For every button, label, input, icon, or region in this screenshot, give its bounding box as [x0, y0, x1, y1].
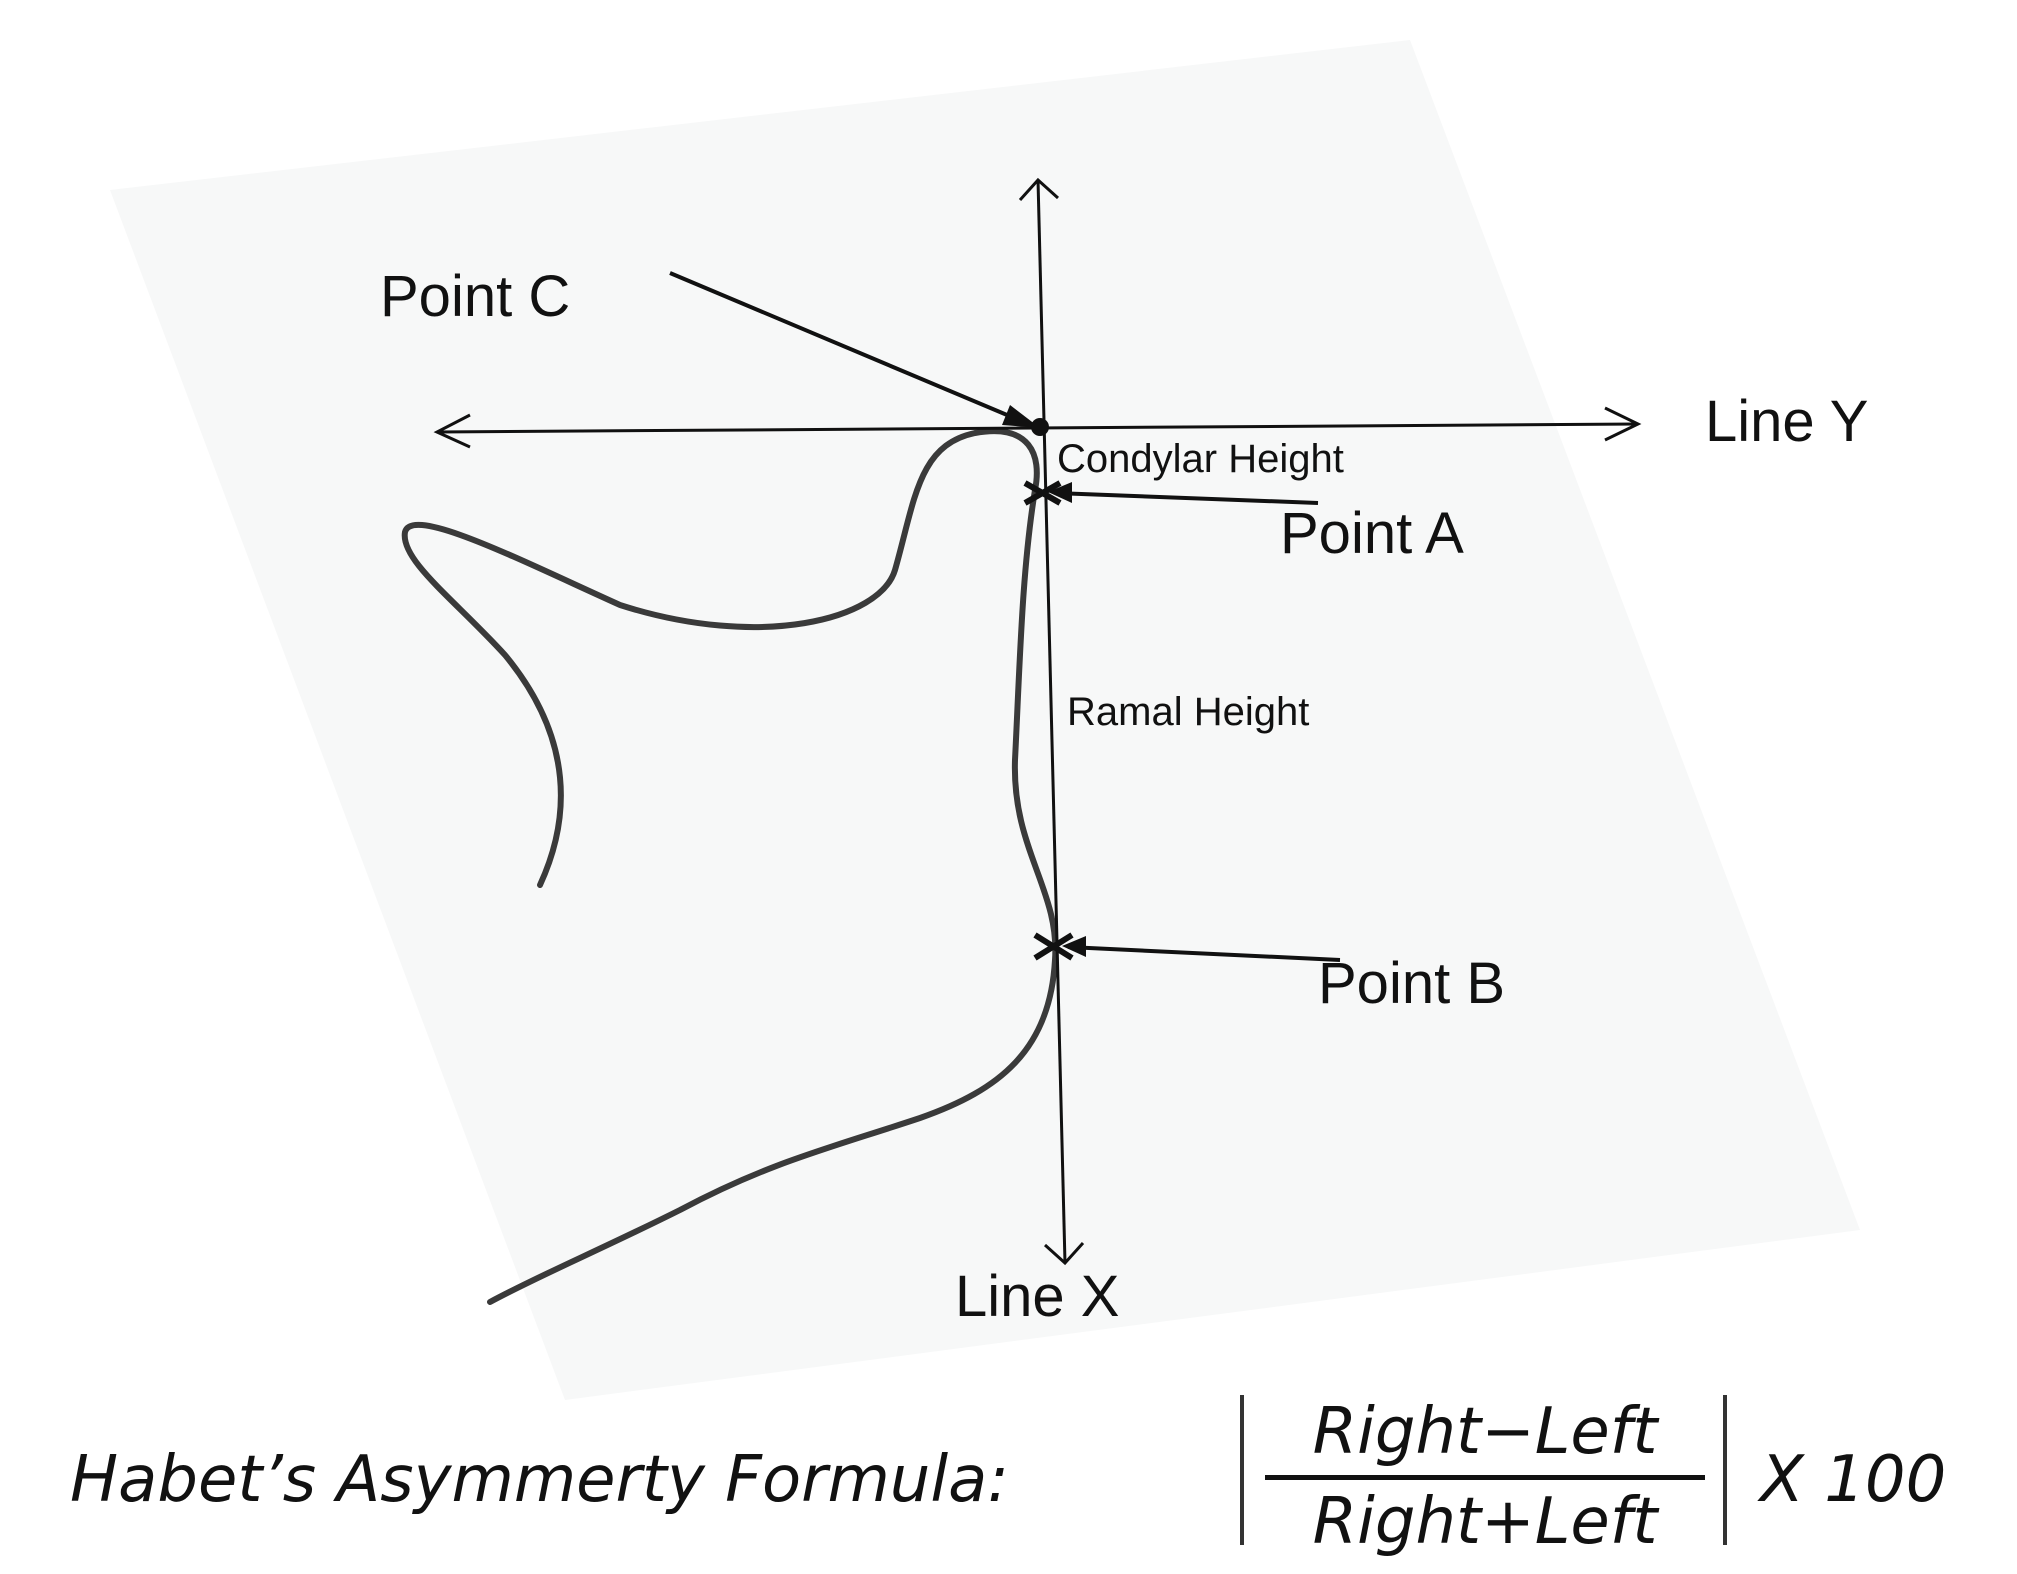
line-x-bottom-arrowhead	[1043, 1241, 1085, 1266]
formula-label: Habet’s Asymmerty Formula:	[70, 1443, 1009, 1517]
point-b-leader	[1067, 945, 1341, 962]
fraction-bar	[1265, 1475, 1705, 1480]
point-b-label: Point B	[1318, 951, 1505, 1016]
point-a-label: Point A	[1280, 501, 1464, 566]
point-c-arrowhead	[1002, 405, 1040, 428]
point-b-marker	[1033, 932, 1074, 961]
asymmetry-formula: Habet’s Asymmerty Formula: Right−Left Ri…	[70, 1395, 2010, 1559]
paper-sheet	[110, 40, 1860, 1400]
point-a-marker	[1023, 480, 1062, 506]
line-y-right-arrowhead	[1604, 406, 1642, 442]
line-y-label: Line Y	[1705, 389, 1869, 454]
absolute-value-bar-right	[1723, 1395, 1727, 1545]
point-b-arrowhead	[1062, 936, 1086, 957]
point-c-leader	[669, 271, 1027, 425]
line-x-label: Line X	[955, 1264, 1120, 1329]
formula-multiplier: X 100	[1760, 1443, 1947, 1517]
point-c-marker	[1031, 418, 1049, 436]
ramal-height-label: Ramal Height	[1067, 690, 1310, 734]
absolute-value-bar-left	[1240, 1395, 1244, 1545]
line-x-top-arrowhead	[1018, 177, 1060, 202]
point-a-arrowhead	[1048, 482, 1072, 503]
line-x	[1036, 179, 1067, 1264]
point-a-leader	[1054, 491, 1319, 505]
fraction-denominator: Right+Left	[1312, 1485, 1658, 1559]
fraction-numerator: Right−Left	[1312, 1395, 1658, 1469]
condylar-height-label: Condylar Height	[1057, 437, 1344, 481]
line-y-left-arrowhead	[433, 413, 471, 449]
mandible-outline	[401, 428, 1059, 1305]
point-c-label: Point C	[380, 264, 571, 329]
